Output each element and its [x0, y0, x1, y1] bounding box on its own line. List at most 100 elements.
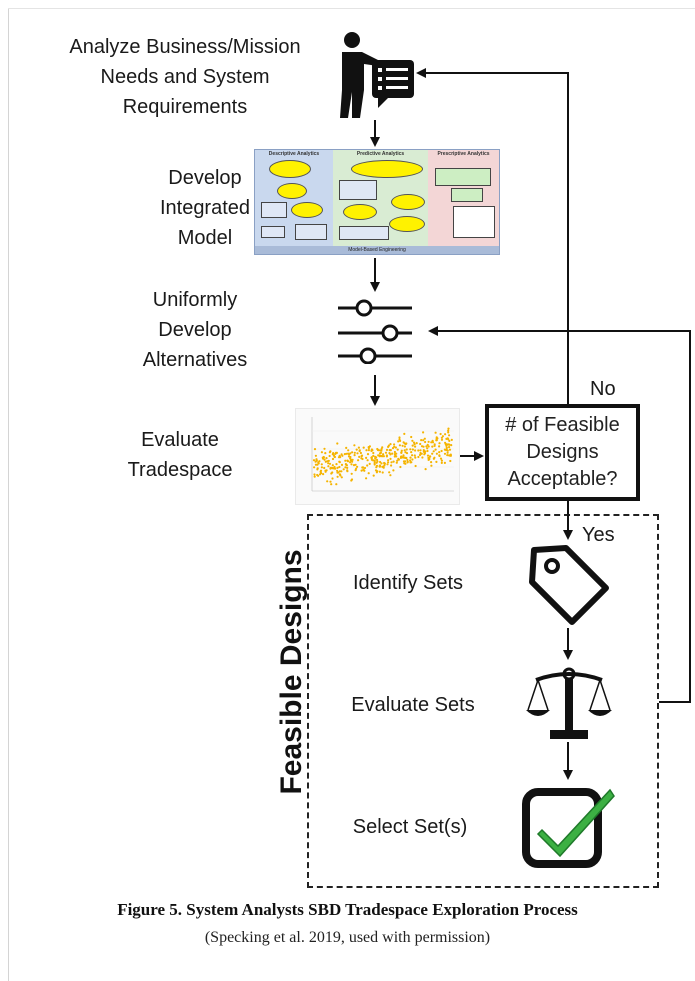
- scatter-point: [331, 471, 334, 474]
- scatter-point: [383, 461, 386, 465]
- scatter-point: [434, 448, 437, 451]
- scatter-point: [444, 441, 447, 444]
- scatter-point: [358, 449, 361, 452]
- scatter-point: [382, 453, 385, 456]
- scatter-point: [403, 445, 406, 448]
- scatter-point: [387, 461, 390, 464]
- scatter-point: [377, 449, 380, 452]
- scatter-point: [338, 461, 341, 464]
- scatter-point: [449, 454, 452, 457]
- scatter-point: [345, 463, 348, 466]
- scatter-point: [410, 451, 413, 454]
- scatter-point: [399, 465, 402, 469]
- scatter-point: [384, 451, 388, 454]
- scatter-point: [328, 451, 331, 454]
- scatter-point: [435, 452, 438, 455]
- scatter-point: [404, 442, 407, 446]
- scatter-point: [438, 445, 441, 448]
- step-identify-label: Identify Sets: [352, 572, 464, 594]
- scatter-point: [363, 469, 366, 472]
- model-footer-label: Model-Based Engineering: [255, 246, 499, 254]
- scatter-point: [351, 451, 354, 454]
- feasibility-decision-box: # of Feasible Designs Acceptable?: [485, 404, 640, 501]
- scatter-point: [347, 455, 351, 458]
- scatter-point: [414, 449, 417, 452]
- scatter-point: [362, 446, 365, 449]
- scatter-point: [393, 450, 396, 454]
- scatter-point: [365, 477, 368, 480]
- scatter-point: [331, 457, 335, 461]
- scatter-point: [424, 440, 427, 444]
- scatter-point: [422, 449, 425, 452]
- scatter-point: [398, 438, 401, 441]
- scatter-point: [366, 464, 369, 467]
- scatter-point: [322, 457, 325, 460]
- zone-prescriptive-label: Prescriptive Analytics: [437, 151, 490, 157]
- scatter-point: [427, 445, 430, 448]
- scatter-point: [427, 458, 430, 461]
- integrated-model-thumbnail: Descriptive Analytics Predictive Analyti…: [254, 149, 500, 255]
- scatter-point: [325, 457, 328, 460]
- scatter-point: [450, 444, 453, 447]
- scatter-point: [357, 459, 360, 462]
- scatter-point: [411, 444, 414, 447]
- scatter-point: [353, 444, 356, 447]
- scatter-point: [324, 460, 327, 463]
- scatter-point: [440, 436, 443, 439]
- scatter-point: [326, 480, 329, 483]
- scatter-point: [391, 452, 394, 455]
- zone-descriptive-label: Descriptive Analytics: [268, 151, 320, 157]
- scatter-point: [381, 471, 384, 474]
- scatter-point: [398, 444, 401, 447]
- scatter-point: [370, 456, 373, 459]
- scatter-point: [327, 465, 330, 468]
- scatter-point: [357, 446, 360, 449]
- scatter-point: [333, 465, 336, 469]
- scatter-point: [332, 452, 335, 455]
- scatter-point: [447, 427, 450, 430]
- scatter-point: [332, 454, 335, 457]
- scatter-point: [340, 463, 344, 466]
- scatter-point: [447, 431, 450, 434]
- scatter-point: [432, 450, 435, 453]
- scatter-point: [389, 443, 392, 446]
- scatter-point: [385, 448, 389, 451]
- scatter-point: [434, 431, 437, 434]
- scatter-point: [343, 453, 346, 456]
- scatter-point: [395, 461, 398, 464]
- scatter-point: [409, 456, 412, 459]
- scatter-point: [347, 449, 350, 452]
- scatter-point: [449, 459, 452, 463]
- scatter-point: [405, 448, 408, 451]
- scatter-point: [350, 458, 353, 461]
- scatter-point: [350, 472, 353, 475]
- scatter-point: [435, 439, 438, 442]
- scatter-point: [356, 465, 359, 468]
- scatter-point: [402, 454, 405, 457]
- scatter-point: [378, 464, 382, 467]
- scatter-point: [372, 474, 375, 477]
- scatter-point: [402, 441, 405, 444]
- scatter-point: [373, 463, 376, 466]
- step-alternatives-label: Uniformly Develop Alternatives: [142, 289, 248, 371]
- scatter-point: [336, 442, 339, 445]
- scatter-point: [438, 454, 441, 458]
- scatter-point: [361, 466, 365, 469]
- scatter-point: [313, 475, 316, 478]
- scatter-point: [450, 438, 453, 441]
- scatter-point: [423, 452, 427, 455]
- scatter-point: [435, 436, 438, 439]
- scatter-point: [397, 440, 400, 443]
- scatter-point: [389, 457, 392, 460]
- scatter-point: [394, 446, 397, 449]
- scatter-point: [406, 458, 409, 462]
- scatter-point: [447, 429, 450, 432]
- scatter-point: [417, 455, 420, 459]
- scatter-point: [320, 451, 323, 454]
- scatter-point: [397, 457, 400, 460]
- decision-no-label: No: [590, 378, 616, 400]
- scatter-point: [374, 469, 378, 472]
- step-evaluate-sets-label: Evaluate Sets: [351, 694, 475, 716]
- scatter-point: [323, 447, 326, 450]
- scatter-point: [396, 448, 399, 451]
